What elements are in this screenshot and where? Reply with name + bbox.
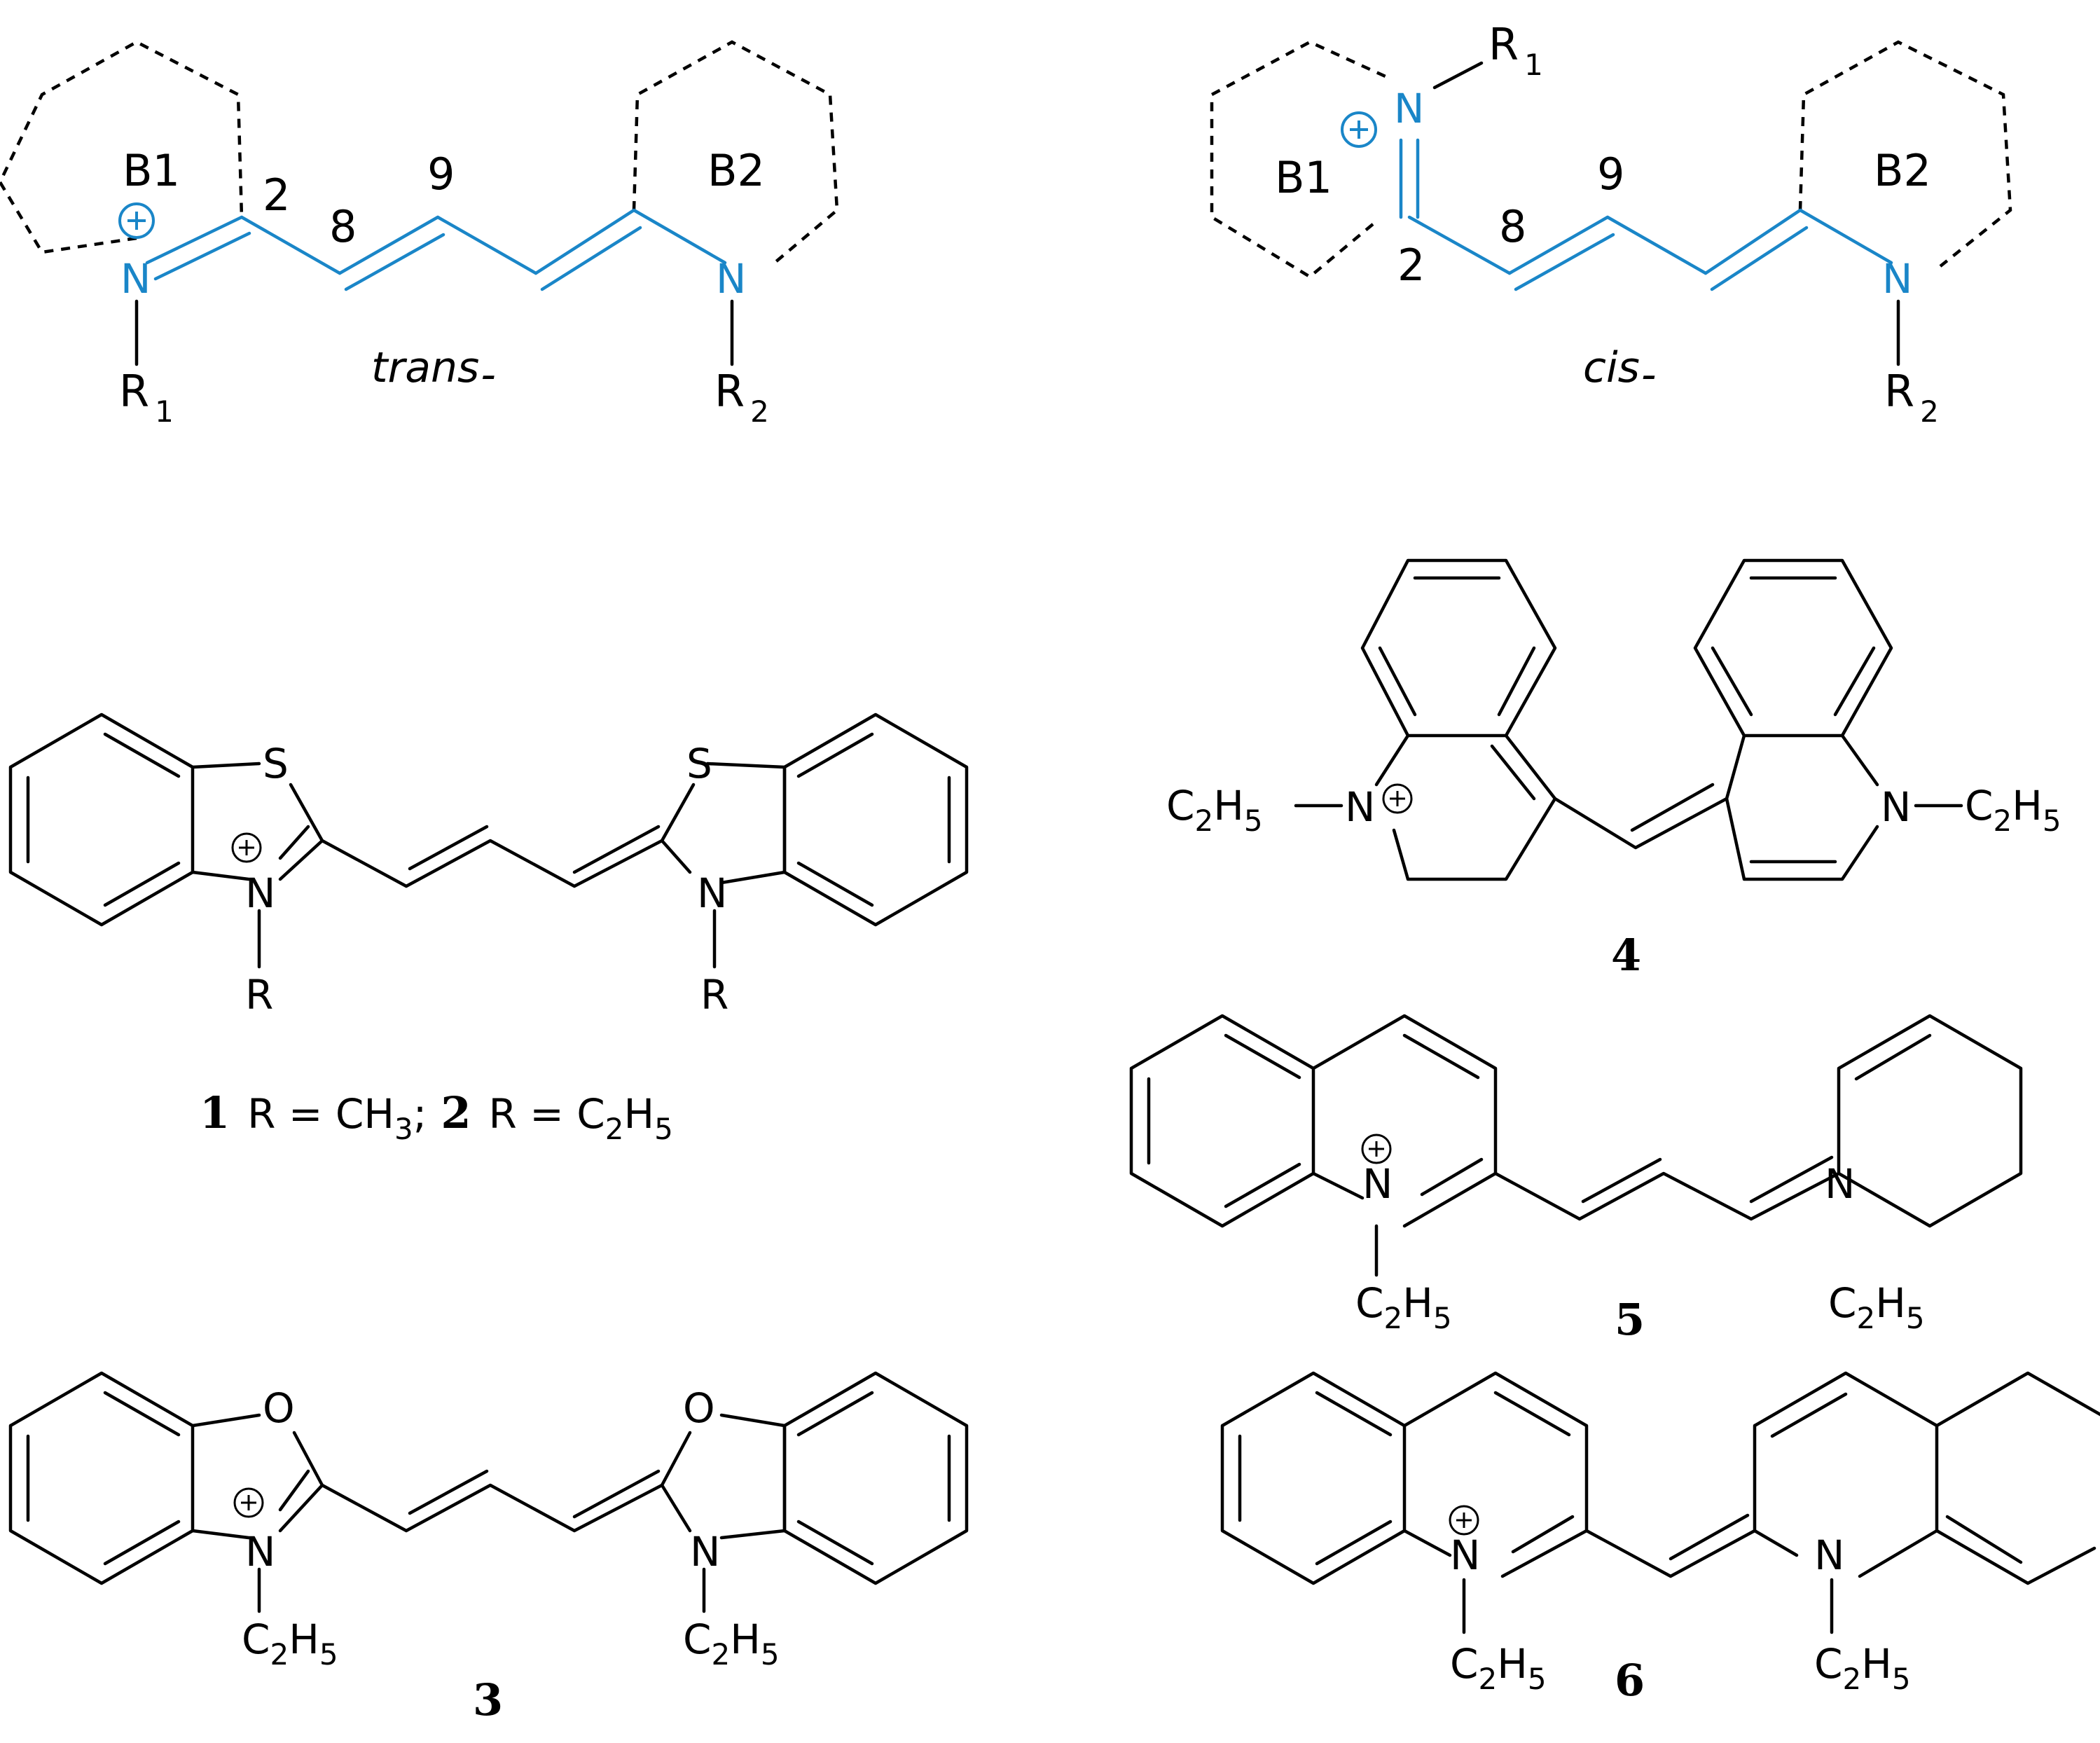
s-left: S: [263, 740, 289, 787]
ethyl-left: C2H5: [1166, 782, 1263, 838]
plus-charge-icon: [233, 1487, 264, 1518]
ring-b2-dashed: [1798, 40, 2012, 268]
ring-b1-dashed: [1210, 40, 1388, 279]
compound-3-structure: O O N N C2H5 C2H5 3: [8, 1371, 969, 1725]
plus-charge-icon: [1361, 1134, 1392, 1164]
benzene-ring-left: [1360, 558, 1557, 738]
plus-charge-icon: [1341, 111, 1377, 148]
compound-3-number: 3: [473, 1674, 503, 1725]
n-r1-bond: [1432, 61, 1484, 90]
ethyl-right: C2H5: [683, 1615, 780, 1672]
trans-position-9: 9: [427, 149, 455, 200]
trans-conjugated-chain: [145, 208, 727, 291]
r-right: R: [700, 971, 728, 1019]
n-plus-left: N: [1450, 1531, 1480, 1579]
ring-b1-dashed: [0, 40, 244, 254]
ethyl-left: C2H5: [1450, 1640, 1547, 1696]
trans-n-plus: N: [120, 255, 151, 303]
cis-position-8: 8: [1499, 201, 1526, 252]
benzene-ring-left: [1129, 1014, 1315, 1228]
ethyl-left: C2H5: [242, 1615, 338, 1672]
o-left: O: [263, 1384, 295, 1432]
compound-5-structure: N N C2H5 C2H5 5: [1129, 1014, 2023, 1345]
n-plus-left: N: [1362, 1160, 1393, 1208]
benzene-ring-right: [782, 1371, 969, 1585]
compound-5-number: 5: [1615, 1294, 1645, 1345]
cis-ring-b2-label: B2: [1874, 145, 1931, 196]
plus-charge-icon: [231, 832, 262, 863]
n-right: N: [1881, 783, 1911, 831]
compound-4-structure: C2H5 N N C2H5 4: [1166, 558, 2061, 981]
n-right: N: [690, 1528, 720, 1576]
cis-position-2: 2: [1397, 240, 1425, 291]
s-right: S: [686, 740, 712, 787]
benzene-ring-left: [1220, 1371, 1407, 1585]
ethyl-right: C2H5: [1814, 1640, 1911, 1696]
benzene-ring-left: [8, 1371, 195, 1585]
trans-position-2: 2: [263, 170, 290, 221]
ethyl-right: C2H5: [1965, 782, 2061, 838]
cis-n-neutral: N: [1882, 255, 1912, 303]
cis-ring-b1-label: B1: [1275, 152, 1332, 203]
benzene-ring-right: [1693, 558, 1893, 738]
cis-position-9: 9: [1597, 149, 1624, 200]
pyridine-ring-right: [1837, 1014, 2023, 1228]
trans-position-8: 8: [329, 201, 357, 252]
compound-6-number: 6: [1615, 1655, 1645, 1706]
cis-n-plus: N: [1394, 85, 1424, 132]
trans-isomer-label: trans-: [371, 343, 496, 399]
benzene-ring-right: [782, 712, 969, 927]
n-right: N: [697, 869, 727, 917]
ethyl-right: C2H5: [1828, 1279, 1925, 1335]
n-plus-left: N: [245, 869, 275, 917]
trans-ring-b1-label: B1: [123, 145, 180, 196]
trans-n-neutral: N: [716, 255, 746, 303]
cis-conjugated-chain: [1399, 138, 1893, 291]
ethyl-left: C2H5: [1355, 1279, 1452, 1335]
n-right: N: [1825, 1160, 1855, 1208]
benzene-ring-left: [8, 712, 195, 927]
plus-charge-icon: [1449, 1505, 1479, 1536]
n-plus-left: N: [245, 1528, 275, 1576]
plus-charge-icon: [118, 202, 155, 239]
trans-ring-b2-label: B2: [707, 145, 765, 196]
n-plus-left: N: [1345, 783, 1375, 831]
compound-4-number: 4: [1611, 930, 1641, 981]
cis-isomer-label: cis-: [1583, 343, 1657, 399]
plus-charge-icon: [1382, 783, 1413, 814]
o-right: O: [683, 1384, 715, 1432]
compound-6-structure: N N C2H5 C2H5 6: [1220, 1371, 2100, 1706]
n-right: N: [1814, 1531, 1844, 1579]
r-left: R: [245, 971, 273, 1019]
